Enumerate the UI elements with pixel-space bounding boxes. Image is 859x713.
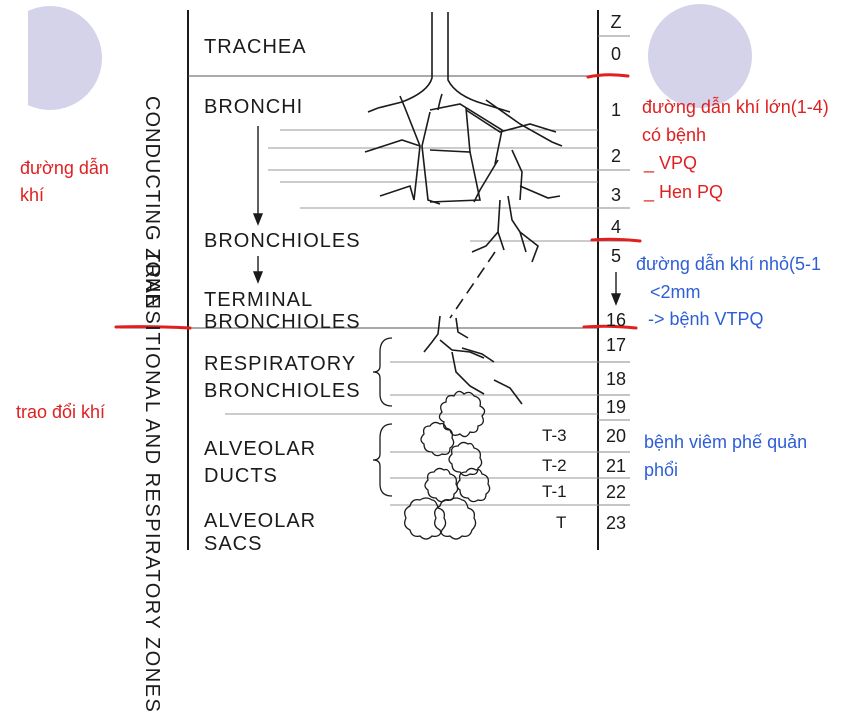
generation-number: 0 bbox=[610, 44, 621, 64]
generation-number: 18 bbox=[605, 369, 627, 389]
level-bronchioles: BRONCHIOLES bbox=[204, 230, 361, 252]
level-alveolar-sacs-line2: SACS bbox=[204, 533, 263, 555]
t-label: T-3 bbox=[542, 426, 567, 445]
generation-number: 19 bbox=[605, 397, 627, 417]
level-respiratory-line1: RESPIRATORY bbox=[204, 353, 357, 375]
t-label: T bbox=[556, 513, 567, 532]
generation-number: 16 bbox=[605, 310, 627, 330]
note-pneumonia-line2: phổi bbox=[644, 460, 679, 480]
level-trachea: TRACHEA bbox=[204, 36, 307, 58]
generation-number: 17 bbox=[605, 335, 627, 355]
generation-number: 23 bbox=[605, 513, 627, 533]
airway-diagram: CONDUCTING ZONE TRANSITIONAL AND RESPIRA… bbox=[16, 4, 829, 713]
note-conducting-line2: khí bbox=[20, 185, 45, 205]
note-conducting-line1: đường dẫn bbox=[20, 158, 109, 178]
level-alveolar-ducts-line1: ALVEOLAR bbox=[204, 438, 317, 460]
note-large-airways: đường dẫn khí lớn(1-4) bbox=[642, 97, 829, 117]
level-bronchi: BRONCHI bbox=[204, 96, 304, 118]
zone-label-transitional: TRANSITIONAL AND RESPIRATORY ZONES bbox=[141, 250, 163, 713]
note-small-airways: đường dẫn khí nhỏ(5-1 bbox=[636, 254, 821, 274]
generation-number: 21 bbox=[605, 456, 627, 476]
note-small-disease: -> bệnh VTPQ bbox=[648, 309, 764, 329]
level-terminal-line1: TERMINAL bbox=[204, 289, 314, 311]
zone-label-conducting: CONDUCTING ZONE bbox=[141, 96, 163, 308]
note-copd: _ VPQ bbox=[644, 153, 698, 173]
generation-number: 1 bbox=[610, 100, 621, 120]
decorative-circle-right bbox=[648, 4, 752, 108]
generation-number: 5 bbox=[610, 246, 621, 266]
t-label: T-2 bbox=[542, 456, 567, 475]
note-exchange: trao đổi khí bbox=[16, 402, 106, 422]
level-alveolar-sacs-line1: ALVEOLAR bbox=[204, 510, 317, 532]
note-has-disease: có bệnh bbox=[642, 125, 707, 145]
diagram-lines bbox=[114, 10, 642, 550]
generation-number: 4 bbox=[610, 217, 621, 237]
generation-number: 20 bbox=[605, 426, 627, 446]
level-respiratory-line2: BRONCHIOLES bbox=[204, 380, 361, 402]
level-terminal-line2: BRONCHIOLES bbox=[204, 311, 361, 333]
level-alveolar-ducts-line2: DUCTS bbox=[204, 465, 278, 487]
generation-number: 2 bbox=[610, 146, 621, 166]
generation-number: 3 bbox=[610, 185, 621, 205]
note-asthma: _ Hen PQ bbox=[644, 182, 724, 202]
note-small-size: <2mm bbox=[650, 282, 701, 302]
generation-number: 22 bbox=[605, 482, 627, 502]
t-label: T-1 bbox=[542, 482, 567, 501]
generation-header: Z bbox=[610, 12, 622, 32]
note-pneumonia-line1: bệnh viêm phế quản bbox=[644, 432, 808, 452]
